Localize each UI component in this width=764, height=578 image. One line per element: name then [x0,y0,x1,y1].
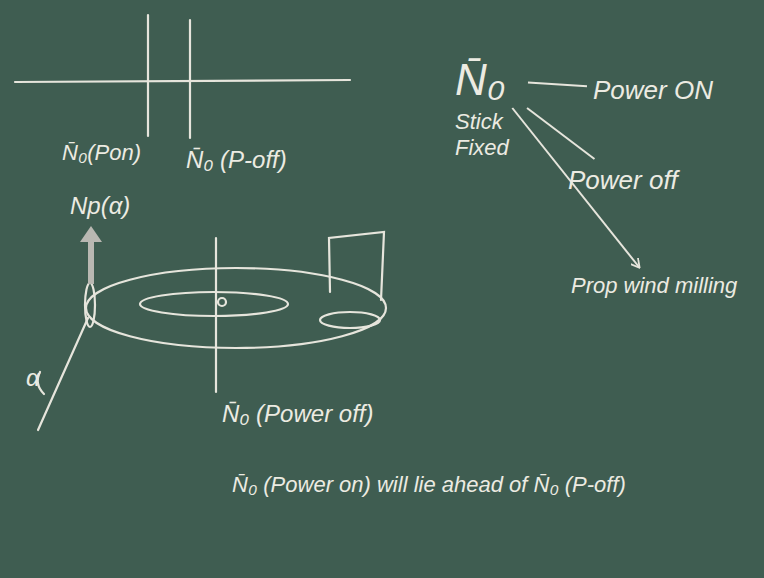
tree-node: N̄₀Stick Fixed [452,52,528,164]
chalk-label: N̄₀ (Power off) [222,400,373,428]
tree-node: Prop wind milling [568,270,740,302]
chalk-label: α [26,364,40,392]
branch-line [527,108,594,159]
neutral-point-line [189,20,191,138]
velocity-line [38,318,88,430]
node-note: Stick Fixed [455,109,525,161]
node-title: Power ON [593,75,713,106]
vertical-tail [329,232,384,300]
force-arrow [80,226,102,284]
node-title: N̄₀ [455,55,525,105]
tree-node: Power ON [590,72,716,109]
chalk-label: N̄₀ (P-off) [186,146,287,174]
branch-line [528,82,587,86]
fuselage [86,268,386,348]
node-title: Power off [568,165,678,196]
neutral-point-line [215,238,217,392]
wing [140,292,288,316]
reference-line [15,80,350,82]
chalk-label: N̄₀ (Power on) will lie ahead of N̄₀ (P-… [232,472,626,498]
chalk-label: Np(α) [70,192,130,220]
neutral-point-line [147,15,149,136]
horizontal-tail [320,312,380,328]
cg-point [218,298,226,306]
chalk-label: N̄₀(Pon) [62,140,141,166]
node-title: Prop wind milling [571,273,737,299]
tree-node: Power off [565,162,681,199]
